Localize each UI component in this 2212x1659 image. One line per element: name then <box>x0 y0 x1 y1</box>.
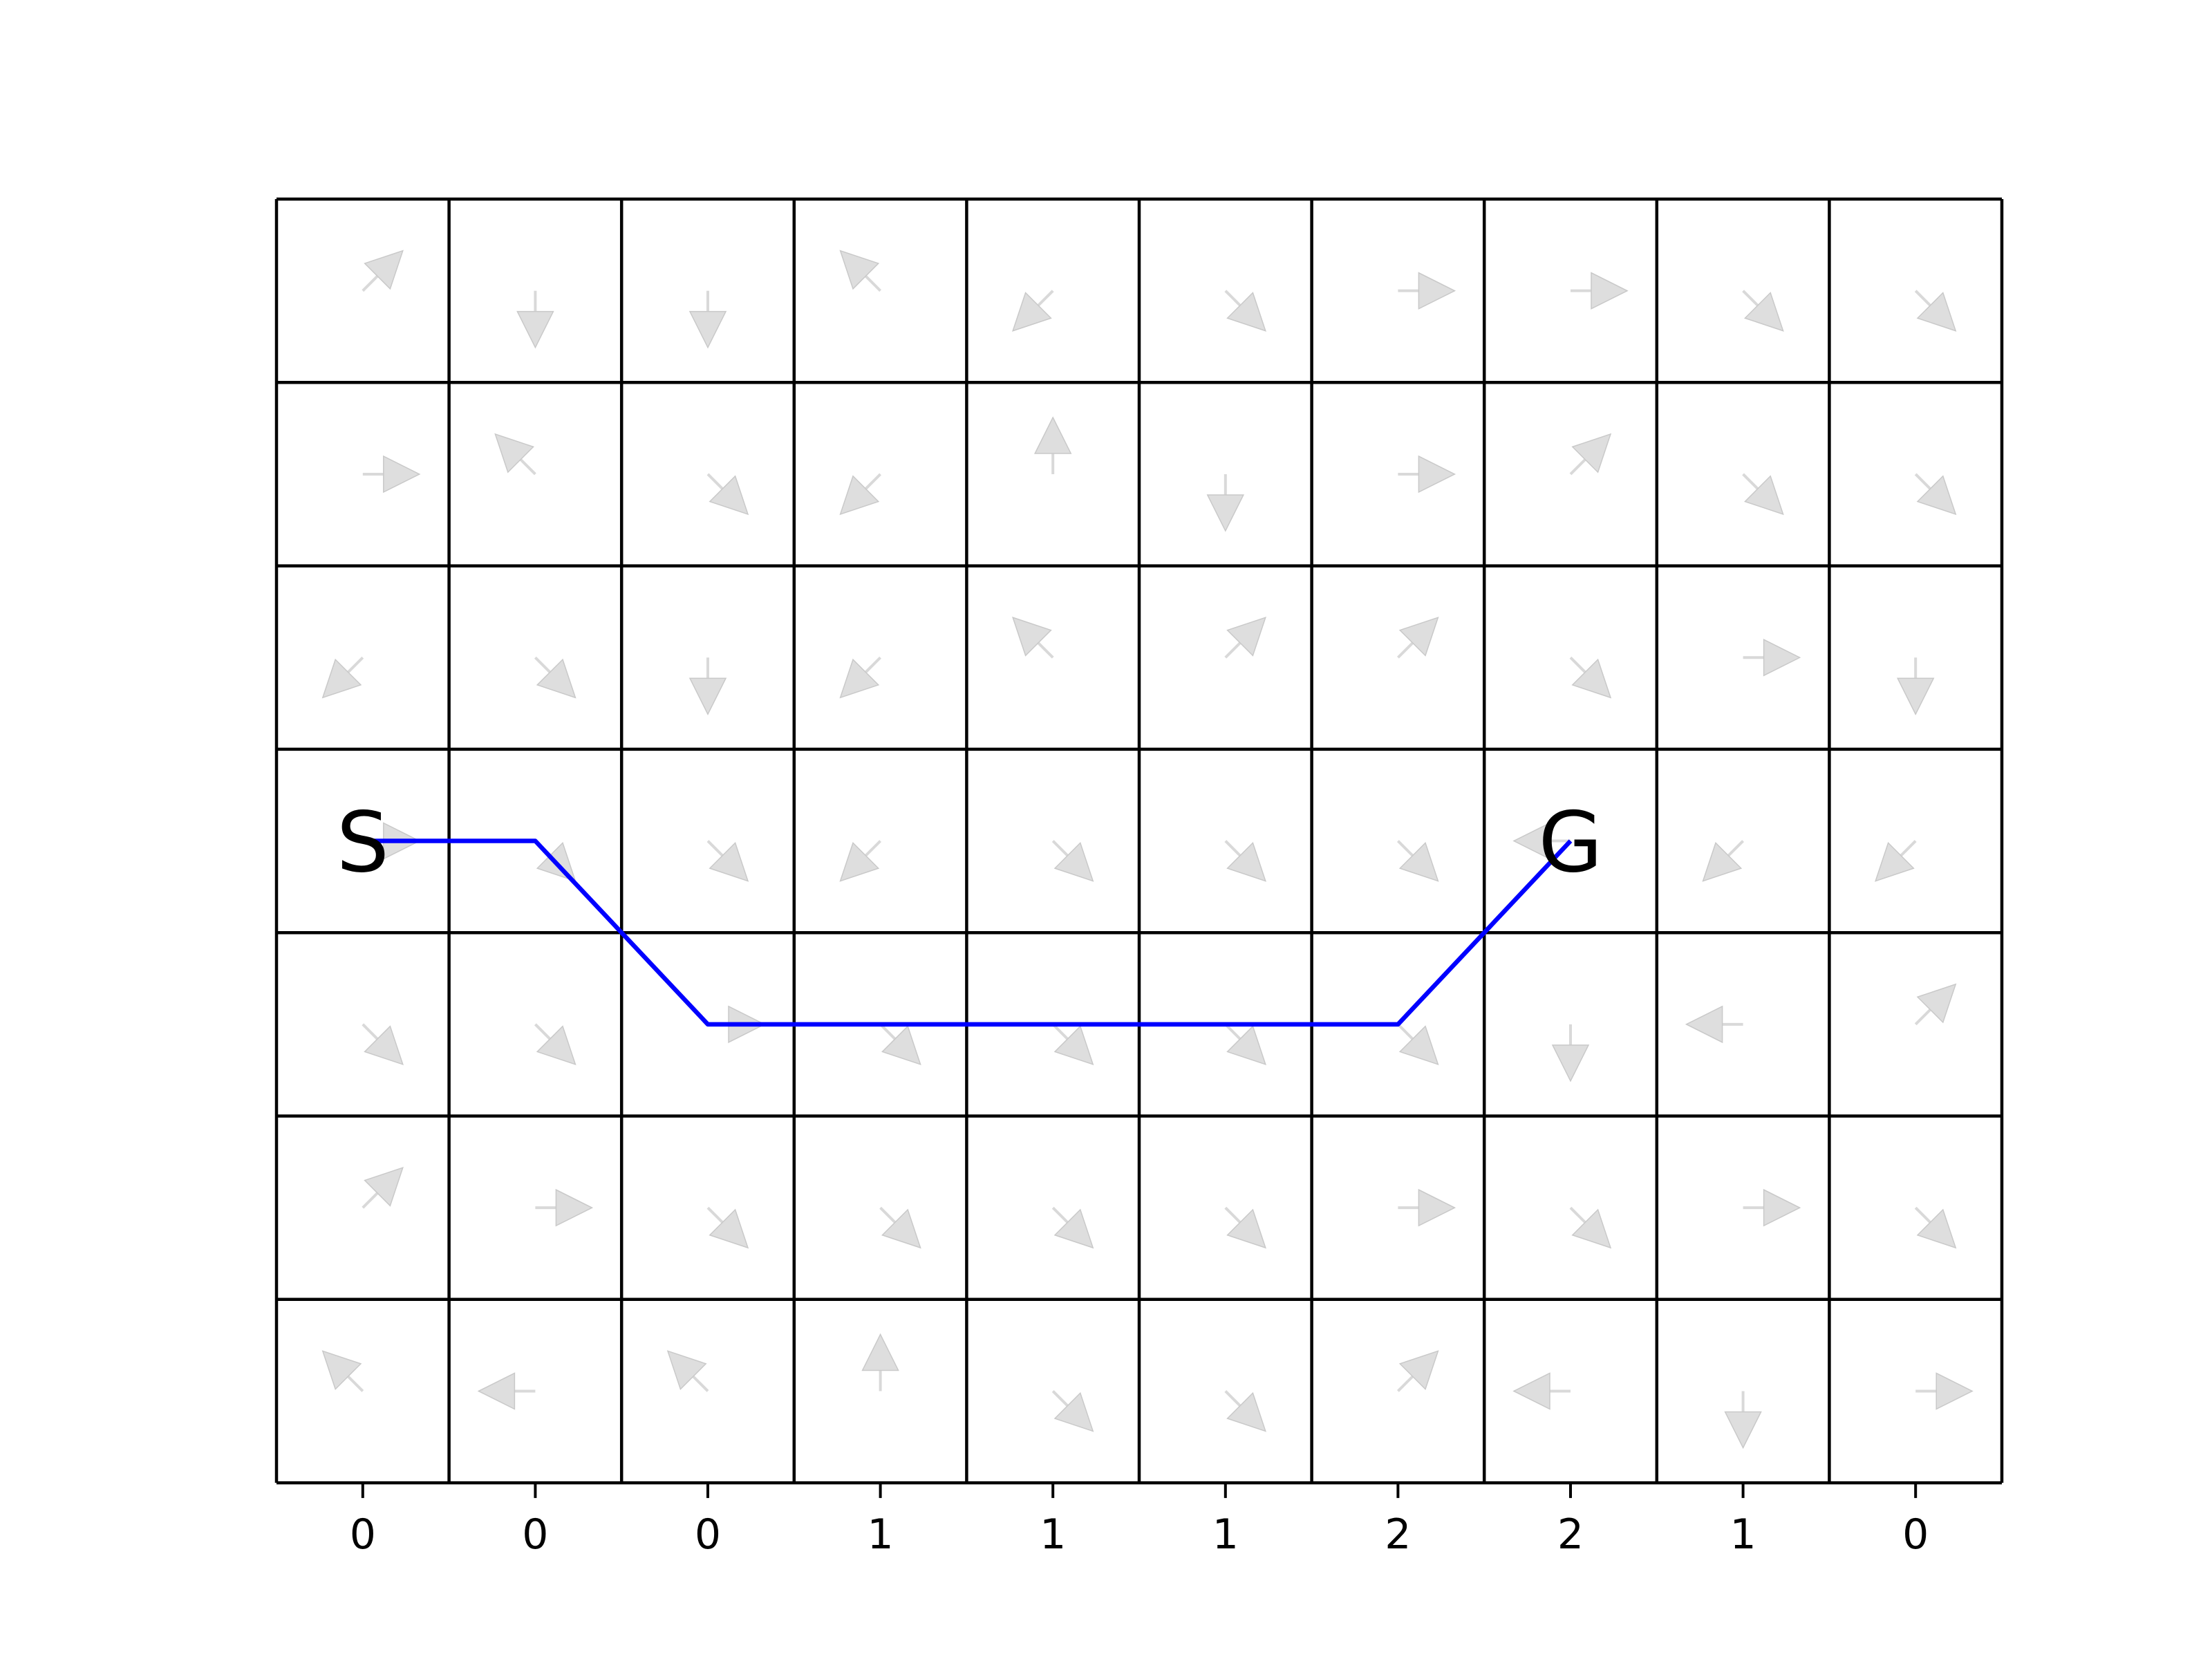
direction-arrow-icon <box>879 1206 921 1249</box>
x-tick-label: 2 <box>1385 1510 1411 1559</box>
direction-arrow-icon <box>879 1023 921 1066</box>
direction-arrow-icon <box>1724 1391 1762 1450</box>
direction-arrow-icon <box>1398 455 1456 494</box>
direction-arrow-icon <box>1742 473 1784 516</box>
direction-arrow-icon <box>362 1166 404 1209</box>
direction-arrow-icon <box>706 473 749 516</box>
direction-arrow-icon <box>1896 657 1935 715</box>
direction-arrow-icon <box>1224 617 1266 659</box>
start-marker-label: S <box>337 796 389 892</box>
direction-arrow-icon <box>1875 840 1917 882</box>
direction-arrow-icon <box>1224 840 1266 882</box>
x-axis-ticks: 0 0 0 1 1 1 2 2 1 0 <box>350 1483 1929 1559</box>
direction-arrow-icon <box>1398 1188 1456 1227</box>
direction-arrow-icon <box>494 433 536 476</box>
direction-arrow-icon <box>861 1333 899 1391</box>
direction-arrow-icon <box>1396 617 1439 659</box>
direction-arrow-icon <box>1702 840 1745 882</box>
direction-arrow-icon <box>1012 617 1054 659</box>
direction-arrow-icon <box>1224 1206 1266 1249</box>
direction-arrow-icon <box>1396 1023 1439 1066</box>
direction-arrow-icon <box>362 455 421 494</box>
direction-arrow-icon <box>1571 272 1629 310</box>
direction-arrow-icon <box>666 1350 709 1392</box>
direction-arrow-icon <box>1743 1188 1801 1227</box>
x-tick-label: 0 <box>695 1510 721 1559</box>
direction-arrow-icon <box>1569 433 1612 476</box>
goal-marker-label: G <box>1539 796 1603 892</box>
direction-arrow-icon <box>516 290 554 349</box>
direction-arrow-icon <box>1012 290 1054 332</box>
direction-arrow-icon <box>1914 983 1957 1026</box>
direction-arrow-icon <box>1224 290 1266 332</box>
direction-arrow-icon <box>1512 1372 1571 1410</box>
direction-arrow-icon <box>1033 416 1072 474</box>
direction-arrow-icon <box>688 290 727 349</box>
arrow-field <box>321 250 1974 1450</box>
direction-arrow-icon <box>1051 840 1094 882</box>
direction-arrow-icon <box>839 840 882 882</box>
direction-arrow-icon <box>1569 1206 1612 1249</box>
x-tick-label: 0 <box>1902 1510 1929 1559</box>
direction-arrow-icon <box>1396 840 1439 882</box>
direction-arrow-icon <box>362 1023 404 1066</box>
direction-arrow-icon <box>839 473 882 516</box>
direction-arrow-icon <box>534 656 577 699</box>
direction-arrow-icon <box>1051 1023 1094 1066</box>
direction-arrow-icon <box>1396 1350 1439 1392</box>
direction-arrow-icon <box>1742 290 1784 332</box>
solution-path <box>362 838 1573 1027</box>
direction-arrow-icon <box>839 656 882 699</box>
x-tick-label: 1 <box>868 1510 894 1559</box>
direction-arrow-icon <box>534 1023 577 1066</box>
direction-arrow-icon <box>535 1188 594 1227</box>
direction-arrow-icon <box>1051 1206 1094 1249</box>
direction-arrow-icon <box>1512 822 1571 860</box>
direction-arrow-icon <box>1224 1023 1266 1066</box>
direction-arrow-icon <box>1398 272 1456 310</box>
x-tick-label: 0 <box>350 1510 376 1559</box>
direction-arrow-icon <box>1551 1024 1590 1082</box>
direction-arrow-icon <box>362 250 404 292</box>
direction-arrow-icon <box>1685 1005 1743 1044</box>
direction-arrow-icon <box>1569 656 1612 699</box>
direction-arrow-icon <box>1914 290 1957 332</box>
grid <box>274 197 2004 1485</box>
x-tick-label: 1 <box>1212 1510 1239 1559</box>
x-tick-label: 1 <box>1730 1510 1756 1559</box>
direction-arrow-icon <box>688 657 727 715</box>
x-tick-label: 1 <box>1040 1510 1066 1559</box>
direction-arrow-icon <box>1743 639 1801 677</box>
x-tick-label: 0 <box>522 1510 548 1559</box>
path-layer <box>362 838 1573 1027</box>
x-tick-label: 2 <box>1557 1510 1584 1559</box>
direction-arrow-icon <box>1914 473 1957 516</box>
direction-arrow-icon <box>321 656 364 699</box>
direction-arrow-icon <box>477 1372 536 1410</box>
direction-arrow-icon <box>1224 1390 1266 1432</box>
direction-arrow-icon <box>1914 1206 1957 1249</box>
direction-arrow-icon <box>839 250 882 292</box>
direction-arrow-icon <box>1051 1390 1094 1432</box>
direction-arrow-icon <box>706 840 749 882</box>
direction-arrow-icon <box>1915 1372 1974 1410</box>
direction-arrow-icon <box>321 1350 364 1392</box>
direction-arrow-icon <box>706 1206 749 1249</box>
direction-arrow-icon <box>1206 474 1245 532</box>
